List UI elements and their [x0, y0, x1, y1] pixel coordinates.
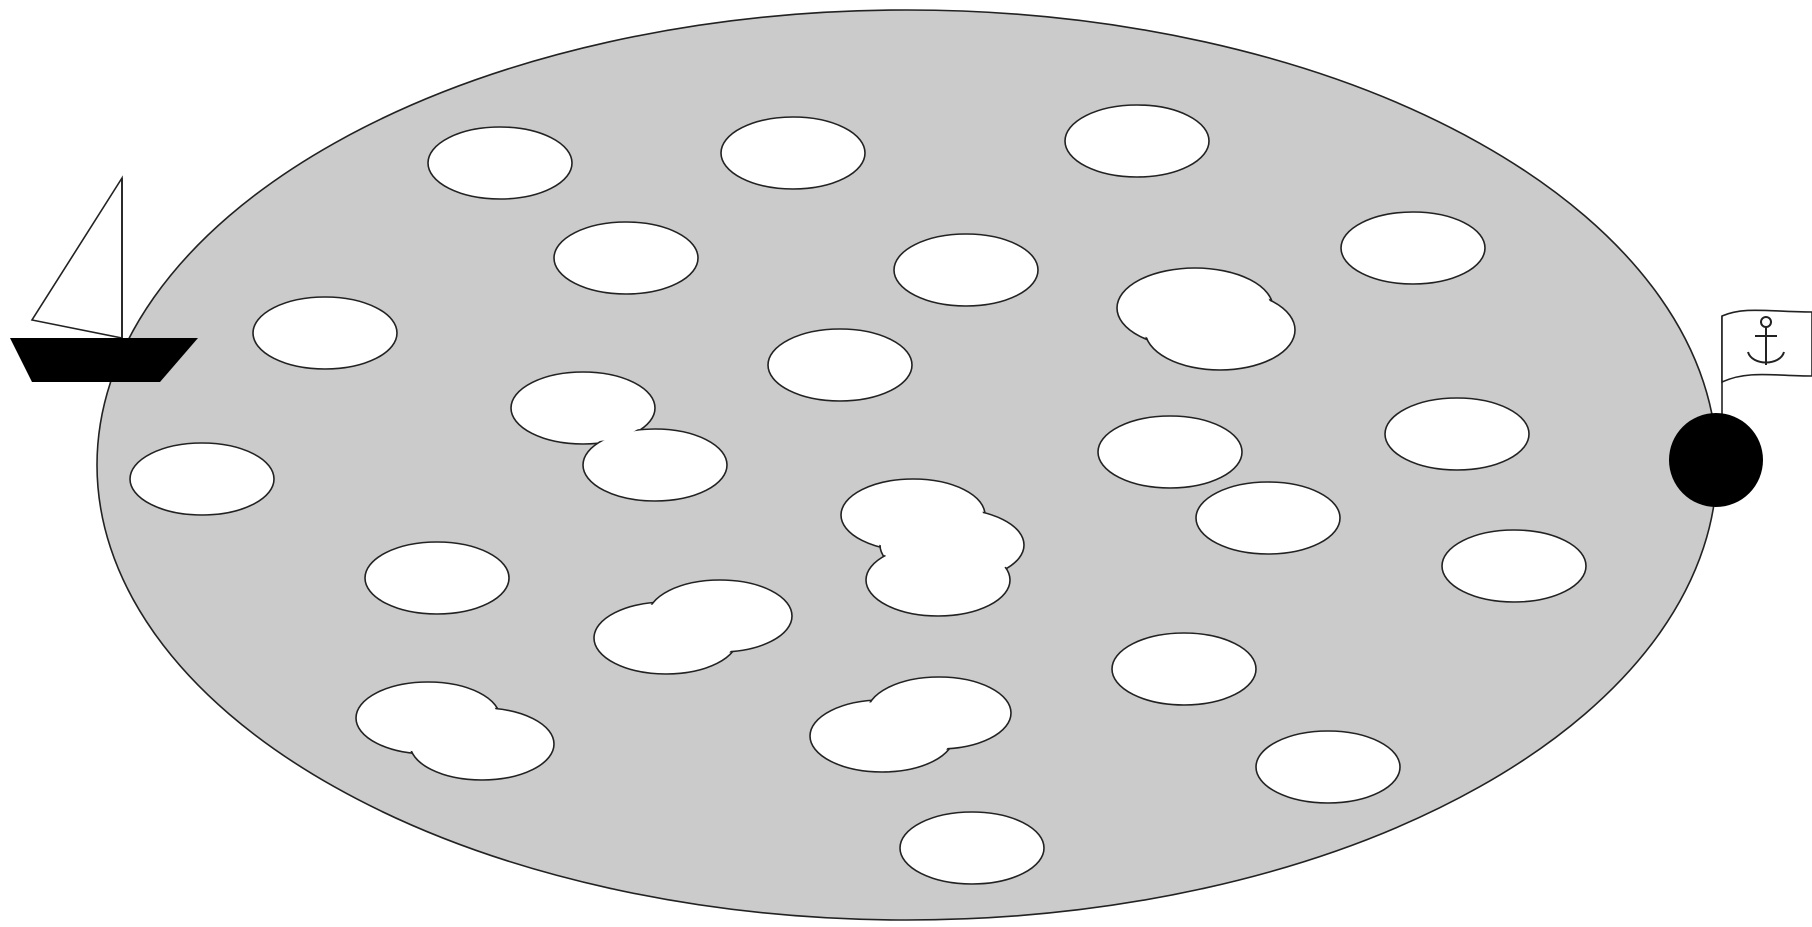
goal-dot — [1669, 413, 1763, 507]
sail — [32, 178, 122, 338]
island — [768, 329, 912, 401]
island — [1256, 731, 1400, 803]
island — [1196, 482, 1340, 554]
island — [130, 443, 274, 515]
island — [554, 222, 698, 294]
island — [1112, 633, 1256, 705]
island — [721, 117, 865, 189]
island — [894, 234, 1038, 306]
island — [1385, 398, 1529, 470]
island — [428, 127, 572, 199]
island — [1065, 105, 1209, 177]
island — [1341, 212, 1485, 284]
island — [253, 297, 397, 369]
island — [365, 542, 509, 614]
island — [900, 812, 1044, 884]
island — [1098, 416, 1242, 488]
island — [1442, 530, 1586, 602]
